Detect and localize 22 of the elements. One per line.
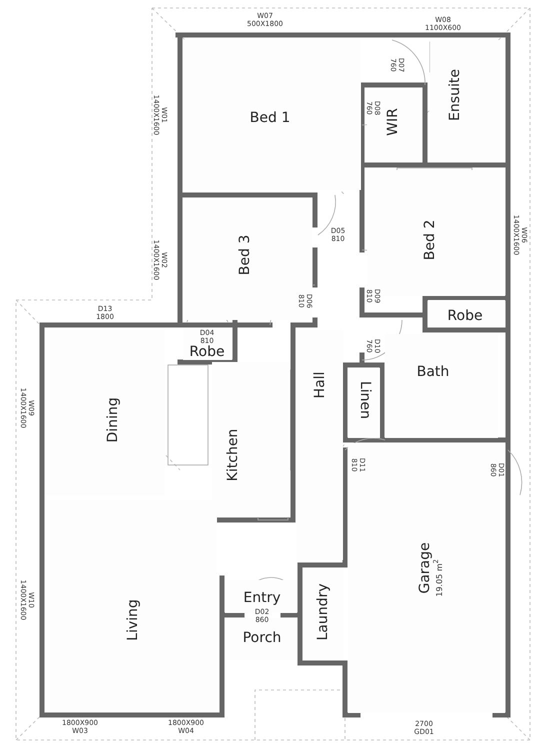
room-floor — [183, 40, 361, 190]
room-label: Laundry — [315, 583, 331, 641]
room-floor — [348, 368, 380, 438]
room-label: Living — [125, 599, 141, 641]
room-label: WIR — [385, 108, 401, 136]
room-label: Garage — [417, 542, 433, 594]
room-label: Kitchen — [225, 428, 241, 482]
room-label: Robe — [189, 344, 225, 360]
room-label: Bath — [416, 364, 450, 380]
room-floor — [385, 334, 498, 438]
room-floor — [225, 580, 297, 613]
room-label: Entry — [243, 590, 281, 606]
room-label: Porch — [242, 630, 282, 646]
room-label: Bed 2 — [422, 220, 438, 260]
room-label: Linen — [357, 380, 373, 420]
room-label: Bed 3 — [237, 234, 253, 276]
room-label: Robe — [447, 308, 483, 324]
room-label: Hall — [312, 372, 328, 398]
room-label: Ensuite — [447, 69, 463, 121]
room-label: Dining — [105, 397, 121, 443]
room-floor — [348, 443, 505, 713]
room-label: Bed 1 — [250, 110, 290, 126]
